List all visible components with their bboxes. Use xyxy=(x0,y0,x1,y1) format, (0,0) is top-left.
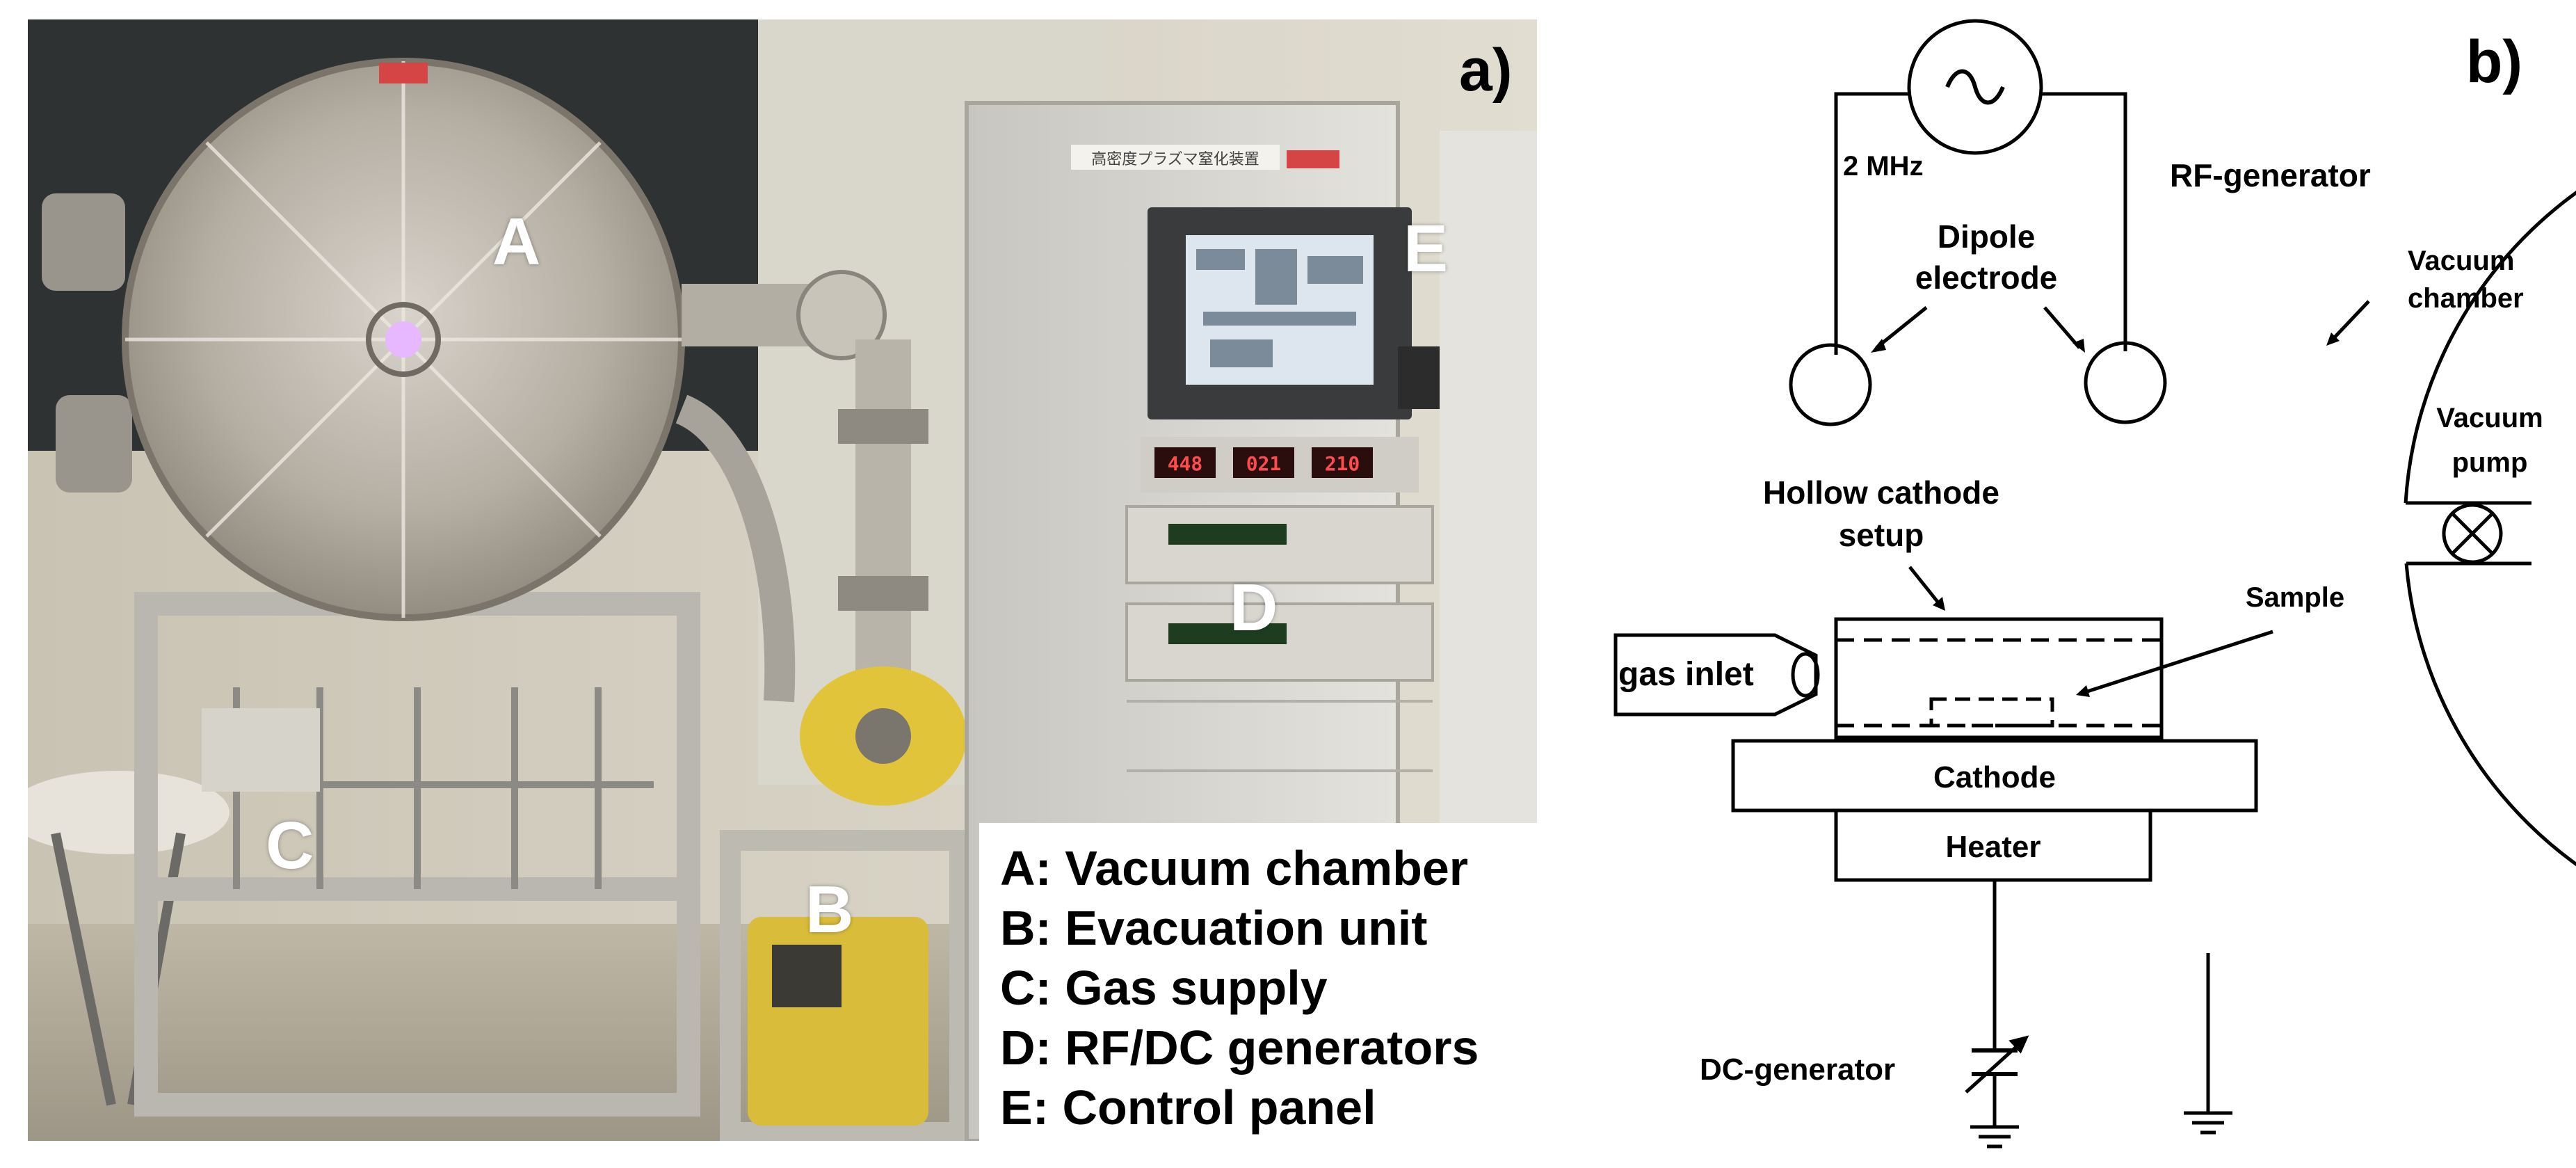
rf-lead-right xyxy=(2041,92,2127,351)
dipole-electrode-right xyxy=(2084,341,2167,424)
sample-label: Sample xyxy=(2246,582,2344,613)
legend-item-d: D: RF/DC generators xyxy=(1000,1021,1479,1075)
ac-wave xyxy=(1945,69,2005,105)
dipole-electrode-left xyxy=(1789,343,1872,426)
gas-inlet-nozzle xyxy=(1613,633,1818,717)
flex-hose xyxy=(675,394,796,703)
vertical-pipe xyxy=(855,339,911,701)
legend-item-c: C: Gas supply xyxy=(1000,961,1328,1015)
hollow-cathode-label-line2: setup xyxy=(1839,517,1924,553)
rf-generator-label: RF-generator xyxy=(2170,157,2371,193)
warning-label xyxy=(379,63,428,83)
vacuum-chamber-outline xyxy=(2404,191,2576,867)
hinge-bottom xyxy=(56,395,132,493)
sample-outline xyxy=(1929,697,2054,728)
marker-e: E xyxy=(1403,211,1449,286)
device-plate: 高密度プラズマ窒化装置 xyxy=(1091,151,1259,168)
schematic-diagram: b) 2 MHz RF-generator Dipole electrode V… xyxy=(1613,19,2576,1149)
panel-readouts: 448 021 210 xyxy=(1154,447,1373,478)
photo-panel: 高密度プラズマ窒化装置 448 021 210 xyxy=(28,19,1537,1141)
gas-inlet-label: gas inlet xyxy=(1618,656,1754,693)
marker-c: C xyxy=(266,808,314,883)
vacuum-pump-label-line1: Vacuum xyxy=(2436,403,2543,433)
photo-legend: A: Vacuum chamber B: Evacuation unit C: … xyxy=(979,823,1537,1141)
readout-1: 448 xyxy=(1168,452,1203,475)
marker-a: A xyxy=(492,205,541,279)
marker-b: B xyxy=(805,872,854,947)
dipole-label-line2: electrode xyxy=(1915,259,2058,296)
legend-item-e: E: Control panel xyxy=(1000,1080,1376,1135)
pump-stand xyxy=(720,830,970,1141)
legend-item-b: B: Evacuation unit xyxy=(1000,901,1428,955)
viewport-glow xyxy=(385,321,421,358)
hollow-cathode-label-line1: Hollow cathode xyxy=(1763,474,1999,511)
gas-controller xyxy=(202,708,320,792)
variable-arrow xyxy=(1965,1039,2025,1094)
rf-lead-left xyxy=(1834,92,1909,355)
panel-label-b: b) xyxy=(2466,29,2522,95)
dipole-label-line1: Dipole xyxy=(1938,218,2036,255)
readout-3: 210 xyxy=(1325,452,1360,475)
hollow-cathode-box xyxy=(1834,617,2164,739)
vacuum-chamber-label-line1: Vacuum xyxy=(2408,246,2514,276)
hinge-top xyxy=(42,193,125,291)
marker-d: D xyxy=(1230,570,1278,645)
heater-label: Heater xyxy=(1946,830,2041,864)
vacuum-pump-symbol xyxy=(2442,503,2503,564)
vacuum-pump-label-line2: pump xyxy=(2452,447,2528,478)
rf-source-symbol xyxy=(1907,19,2043,155)
frequency-label: 2 MHz xyxy=(1843,151,1924,182)
readout-2: 021 xyxy=(1246,452,1282,475)
legend-item-a: A: Vacuum chamber xyxy=(1000,841,1468,895)
vacuum-chamber-label-line2: chamber xyxy=(2408,283,2524,314)
dc-generator-label: DC-generator xyxy=(1700,1053,1895,1087)
panel-label-a: a) xyxy=(1459,37,1513,104)
cathode-label: Cathode xyxy=(1933,760,2056,794)
